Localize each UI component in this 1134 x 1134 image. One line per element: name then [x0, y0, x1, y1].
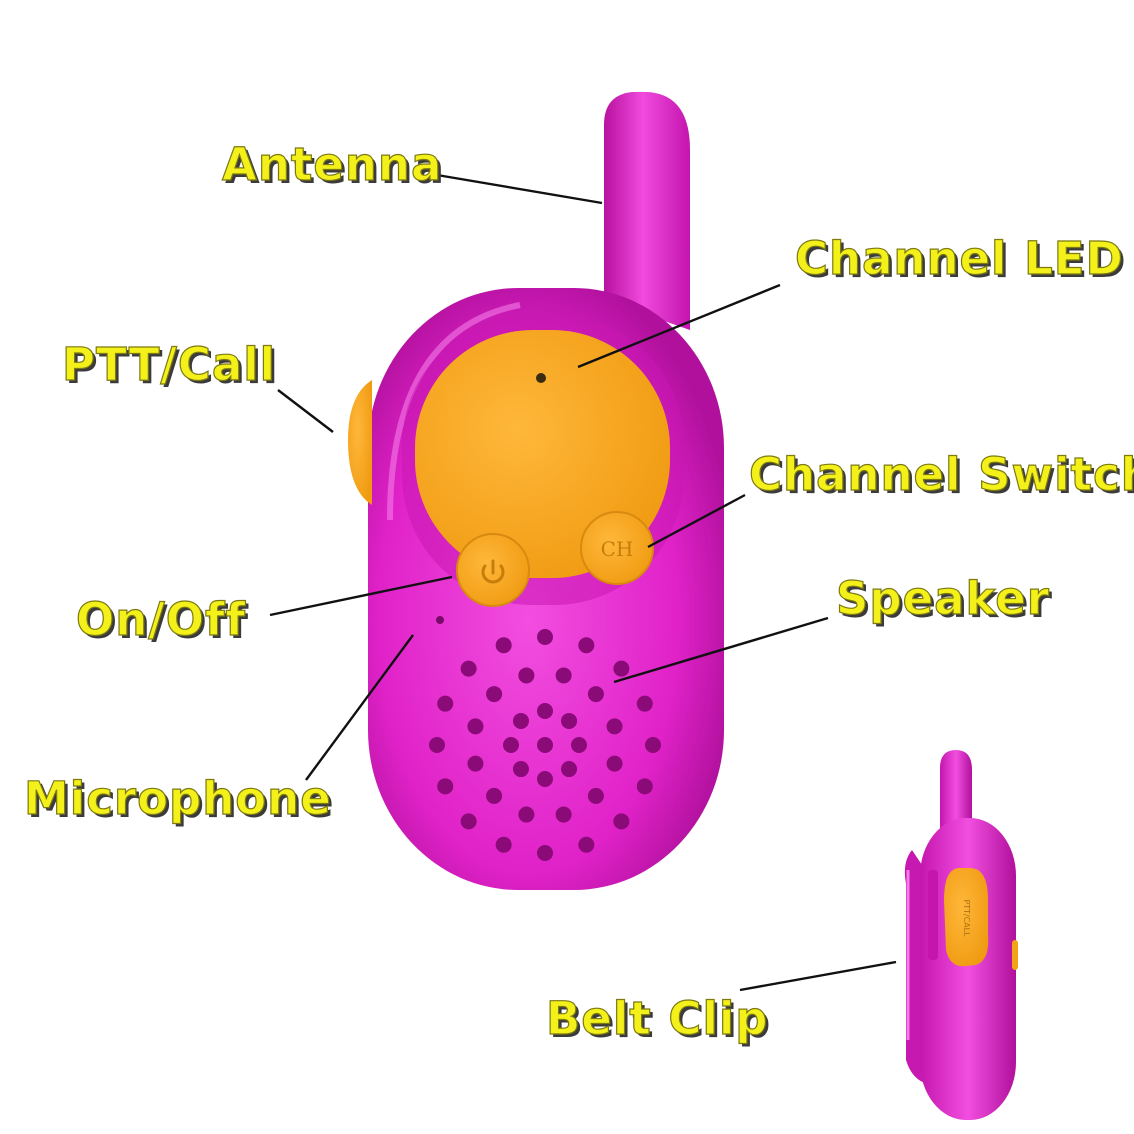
antenna	[604, 92, 690, 330]
speaker-hole	[495, 637, 512, 654]
channel-switch-leader	[647, 493, 746, 549]
speaker-hole	[437, 778, 454, 795]
body-highlight	[387, 302, 521, 521]
channel-led-label: Channel LED	[794, 232, 1124, 285]
speaker-hole	[645, 737, 661, 753]
walkie-talkie-front: CH	[348, 92, 724, 890]
speaker-hole	[518, 667, 535, 684]
walkie-talkie-side: PTT/CALL	[904, 750, 1018, 1120]
speaker-hole	[555, 667, 572, 684]
speaker-hole	[537, 703, 553, 719]
channel-led-leader	[577, 283, 781, 369]
belt-clip-label: Belt Clip	[545, 992, 769, 1045]
channel-switch-button	[580, 511, 654, 585]
speaker-hole	[587, 787, 604, 804]
speaker-leader	[613, 616, 829, 684]
speaker-hole	[495, 836, 512, 853]
speaker-hole	[606, 718, 623, 735]
side-ptt-button	[944, 868, 989, 967]
ptt-call-leader	[277, 389, 334, 433]
speaker-hole	[578, 836, 595, 853]
ptt-side-button	[348, 380, 372, 505]
speaker-hole	[561, 712, 578, 729]
belt-clip-leader	[739, 960, 897, 992]
speaker-hole	[537, 629, 553, 645]
speaker-hole	[518, 806, 535, 823]
speaker-hole	[613, 813, 630, 830]
ch-button-text: CH	[601, 537, 634, 561]
speaker-hole	[636, 695, 653, 712]
speaker-hole	[512, 712, 529, 729]
power-icon	[481, 559, 505, 584]
antenna-leader	[436, 173, 603, 205]
microphone-hole	[436, 616, 444, 624]
speaker-hole	[537, 845, 553, 861]
speaker-hole	[460, 660, 477, 677]
microphone-label: Microphone	[23, 772, 332, 825]
side-seam	[928, 870, 938, 960]
speaker-hole	[486, 787, 503, 804]
speaker-hole	[537, 737, 553, 753]
speaker-hole	[512, 761, 529, 778]
side-accent	[1012, 940, 1018, 970]
side-body	[920, 818, 1016, 1120]
speaker-hole	[613, 660, 630, 677]
speaker-hole	[561, 761, 578, 778]
speaker-grille	[429, 629, 661, 861]
on-off-leader	[269, 575, 453, 617]
speaker-hole	[437, 695, 454, 712]
channel-led	[536, 373, 546, 383]
ptt-call-label: PTT/Call	[61, 338, 277, 391]
antenna-label: Antenna	[221, 138, 443, 191]
speaker-hole	[467, 718, 484, 735]
speaker-hole	[503, 737, 519, 753]
speaker-hole	[537, 771, 553, 787]
speaker-hole	[460, 813, 477, 830]
speaker-hole	[606, 755, 623, 772]
speaker-hole	[429, 737, 445, 753]
speaker-hole	[578, 637, 595, 654]
leader-lines	[269, 173, 897, 992]
side-antenna	[940, 750, 972, 830]
speaker-hole	[555, 806, 572, 823]
channel-switch-label: Channel Switch	[748, 448, 1134, 501]
speaker-hole	[636, 778, 653, 795]
speaker-hole	[571, 737, 587, 753]
speaker-hole	[486, 686, 503, 703]
microphone-leader	[305, 634, 414, 781]
side-button-text: PTT/CALL	[962, 899, 971, 937]
on-off-label: On/Off	[75, 593, 247, 646]
speaker-label: Speaker	[835, 572, 1050, 625]
speaker-hole	[467, 755, 484, 772]
speaker-hole	[587, 686, 604, 703]
